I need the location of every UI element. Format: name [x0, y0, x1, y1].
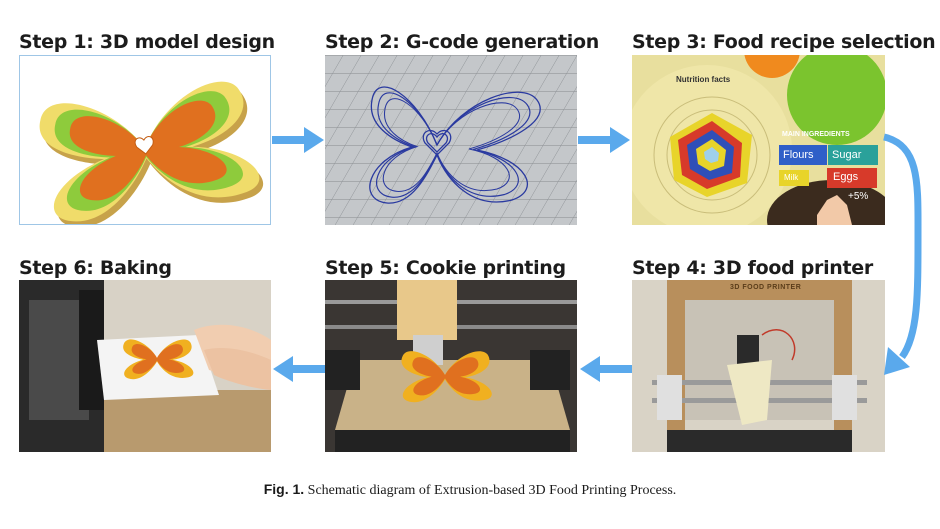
step5-printing-panel	[325, 280, 577, 452]
nutrition-radar-chart	[653, 96, 771, 214]
ingredient-flours: Flours	[783, 149, 814, 161]
step3-recipe-panel: Nutrition facts MAIN INGREDIENTS Flours …	[632, 55, 885, 225]
arrow-step3-to-step4	[883, 133, 922, 375]
step1-model-panel	[19, 55, 271, 225]
figure-label: Fig. 1.	[263, 481, 305, 497]
butterfly-model-icon	[39, 81, 263, 224]
food-printer-icon	[632, 280, 885, 452]
step3-title: Step 3: Food recipe selection	[632, 31, 936, 53]
recipe-scene-icon	[632, 55, 885, 225]
printer-brand-label: 3D FOOD PRINTER	[730, 284, 802, 291]
step6-title: Step 6: Baking	[19, 257, 172, 279]
ingredients-title: MAIN INGREDIENTS	[782, 131, 850, 138]
step2-gcode-panel	[325, 55, 577, 225]
step1-title: Step 1: 3D model design	[19, 31, 275, 53]
cookie-printing-icon	[325, 280, 577, 452]
step4-printer-panel: 3D FOOD PRINTER	[632, 280, 885, 452]
gcode-toolpath-icon	[325, 55, 577, 225]
nutrition-title: Nutrition facts	[676, 75, 731, 84]
step2-title: Step 2: G-code generation	[325, 31, 599, 53]
figure-caption: Fig. 1. Schematic diagram of Extrusion-b…	[0, 481, 940, 499]
figure-caption-text: Schematic diagram of Extrusion-based 3D …	[307, 483, 677, 498]
arrow-step2-to-step3	[578, 127, 630, 153]
ingredient-milk: Milk	[784, 173, 799, 182]
step6-baking-panel	[19, 280, 271, 452]
ingredient-sugar: Sugar	[832, 149, 862, 161]
step5-title: Step 5: Cookie printing	[325, 257, 566, 279]
ingredient-eggs: Eggs	[833, 171, 859, 183]
arrow-step5-to-step6	[273, 356, 325, 382]
arrow-step1-to-step2	[272, 127, 324, 153]
oven-baking-icon	[19, 280, 271, 452]
arrow-step4-to-step5	[580, 356, 632, 382]
ingredient-extra-percent: +5%	[848, 191, 869, 202]
step4-title: Step 4: 3D food printer	[632, 257, 873, 279]
